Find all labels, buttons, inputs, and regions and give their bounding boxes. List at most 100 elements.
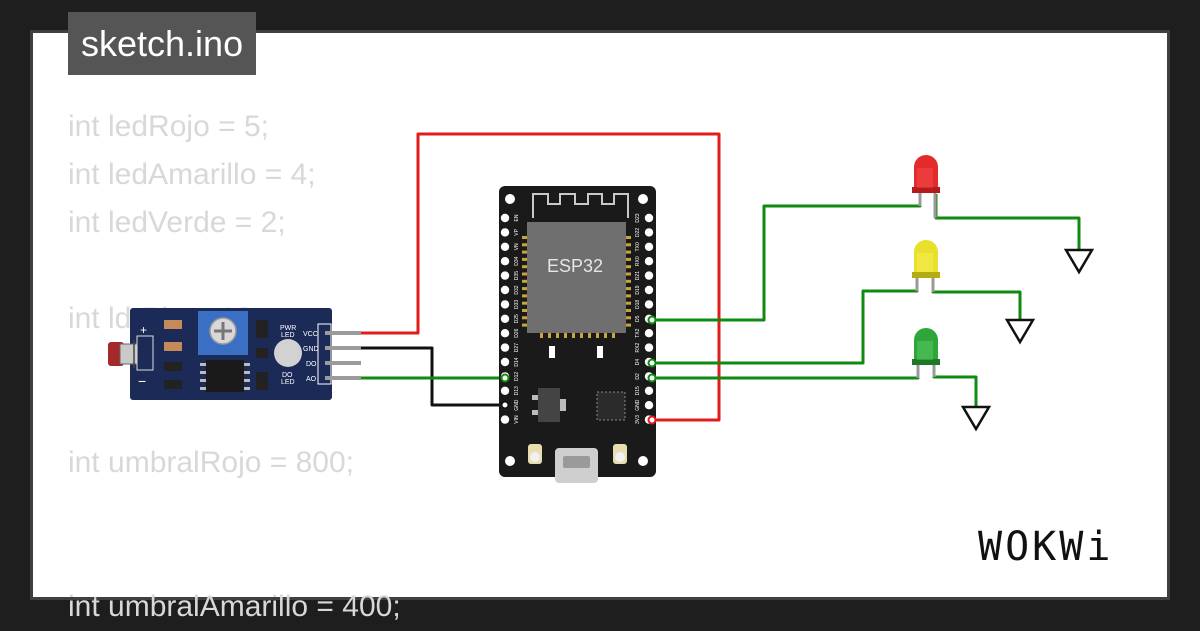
module-pad [626, 309, 631, 312]
pin-label: TX0 [635, 242, 641, 251]
esp32-module [527, 222, 626, 333]
ground-symbol [960, 405, 992, 432]
pin-hole[interactable] [644, 285, 654, 295]
pin-label: VP [514, 228, 520, 235]
wokwi-logo[interactable]: WOKWi [978, 524, 1114, 570]
boot-button[interactable] [530, 452, 540, 462]
pin-hole[interactable] [644, 329, 654, 338]
module-pad [626, 236, 631, 239]
pin-hole[interactable] [500, 213, 510, 223]
module-pad [626, 323, 631, 327]
pin-hole[interactable] [500, 357, 510, 367]
module-pad [548, 333, 551, 338]
pin-hole[interactable] [500, 242, 510, 251]
code-editor-background: int ledRojo = 5;int ledAmarillo = 4;int … [68, 103, 401, 631]
pin-label: GND [635, 399, 641, 411]
pin-label: D27 [514, 343, 520, 352]
pin-hole[interactable] [500, 228, 510, 237]
plus-label: + [140, 323, 147, 337]
pin-hole[interactable] [500, 314, 510, 323]
code-line: int ledVerde = 2; [68, 206, 286, 239]
pin-label: VN [514, 243, 520, 250]
code-line: int umbralRojo = 800; [68, 446, 354, 479]
wire-green-led-gnd[interactable] [932, 368, 978, 407]
pin-hole[interactable] [500, 329, 510, 338]
led-green[interactable] [912, 328, 940, 378]
pin-label: D35 [514, 271, 520, 280]
pin-label: D5 [635, 315, 641, 322]
pin-hole[interactable] [500, 285, 510, 295]
wire-d5-red-led[interactable] [652, 195, 922, 322]
pin-hole[interactable] [644, 228, 654, 237]
module-pad [522, 309, 527, 312]
pin-label: D34 [514, 256, 520, 265]
usb-uart-chip [596, 391, 626, 421]
module-pad [604, 333, 607, 338]
voltage-regulator [538, 388, 560, 422]
pin-label-do: DO [306, 361, 317, 368]
sketch-file-tab[interactable]: sketch.ino [68, 12, 257, 75]
module-pad [522, 236, 527, 239]
pin-label: D13 [514, 386, 520, 395]
pin-label: D21 [635, 271, 641, 280]
pin-hole[interactable] [644, 401, 654, 410]
pin-label: D19 [635, 285, 641, 294]
ground-symbol [1063, 248, 1095, 275]
module-pad [522, 316, 527, 320]
esp32-board[interactable]: ESP32 ENVPVND34D35D32D33D25D26D27D14D12D… [499, 186, 656, 483]
wire-vcc-3v3[interactable] [357, 132, 721, 422]
pin-label: EN [514, 214, 520, 221]
module-pad [522, 257, 527, 261]
pin-hole[interactable] [500, 300, 510, 309]
pin-hole[interactable] [644, 343, 654, 352]
pin-hole[interactable] [644, 257, 654, 266]
wire-yellow-led-gnd[interactable] [931, 280, 1022, 320]
pin-label: D18 [635, 300, 641, 309]
esp32-chip-label: ESP32 [547, 256, 603, 276]
pin-hole[interactable] [500, 257, 510, 266]
pin-hole[interactable] [644, 271, 654, 280]
pin-label: D33 [514, 300, 520, 309]
module-pad [626, 301, 631, 305]
led-yellow[interactable] [912, 240, 940, 292]
pin-label: D2 [635, 373, 641, 380]
pwr-led-label-2: LED [281, 332, 295, 339]
pin-hole[interactable] [644, 300, 654, 309]
pin-hole[interactable] [644, 242, 654, 251]
pin-label: 3V3 [635, 415, 641, 424]
pin-label: D23 [635, 213, 641, 222]
pin-label-vcc: VCC [303, 331, 318, 338]
code-line: int ledRojo = 5; [68, 110, 269, 143]
pin-hole[interactable] [500, 271, 510, 280]
module-pad [612, 333, 615, 338]
pin-label: VIN [514, 415, 520, 424]
module-pad [588, 333, 591, 338]
module-pad [626, 316, 631, 320]
pin-hole[interactable] [644, 386, 654, 395]
pin-label: D4 [635, 359, 641, 366]
ldr-sensor-module[interactable]: + − PWR LED DO LED VCC GND DO AO [108, 308, 361, 400]
module-pad [522, 265, 527, 269]
do-led-label-1: DO [282, 372, 293, 379]
pin-hole[interactable] [500, 415, 510, 424]
pin-hole[interactable] [500, 343, 510, 352]
wires [357, 132, 1081, 422]
module-pad [596, 333, 599, 338]
pin-label: D15 [635, 386, 641, 395]
wire-red-led-gnd[interactable] [934, 194, 1081, 250]
pin-label-gnd: GND [303, 346, 319, 353]
pin-label: TX2 [635, 328, 641, 337]
module-pad [522, 287, 527, 291]
module-pad [522, 323, 527, 327]
wire-d2-green-led[interactable] [652, 368, 920, 380]
pin-hole[interactable] [644, 213, 654, 223]
module-pad [522, 250, 527, 254]
module-pad [626, 243, 631, 247]
pin-hole[interactable] [500, 386, 510, 395]
power-led [274, 339, 302, 367]
module-pad [522, 243, 527, 247]
led-red[interactable] [912, 155, 940, 218]
pin-label: D14 [514, 357, 520, 366]
reset-button[interactable] [615, 452, 625, 462]
module-pad [626, 287, 631, 291]
